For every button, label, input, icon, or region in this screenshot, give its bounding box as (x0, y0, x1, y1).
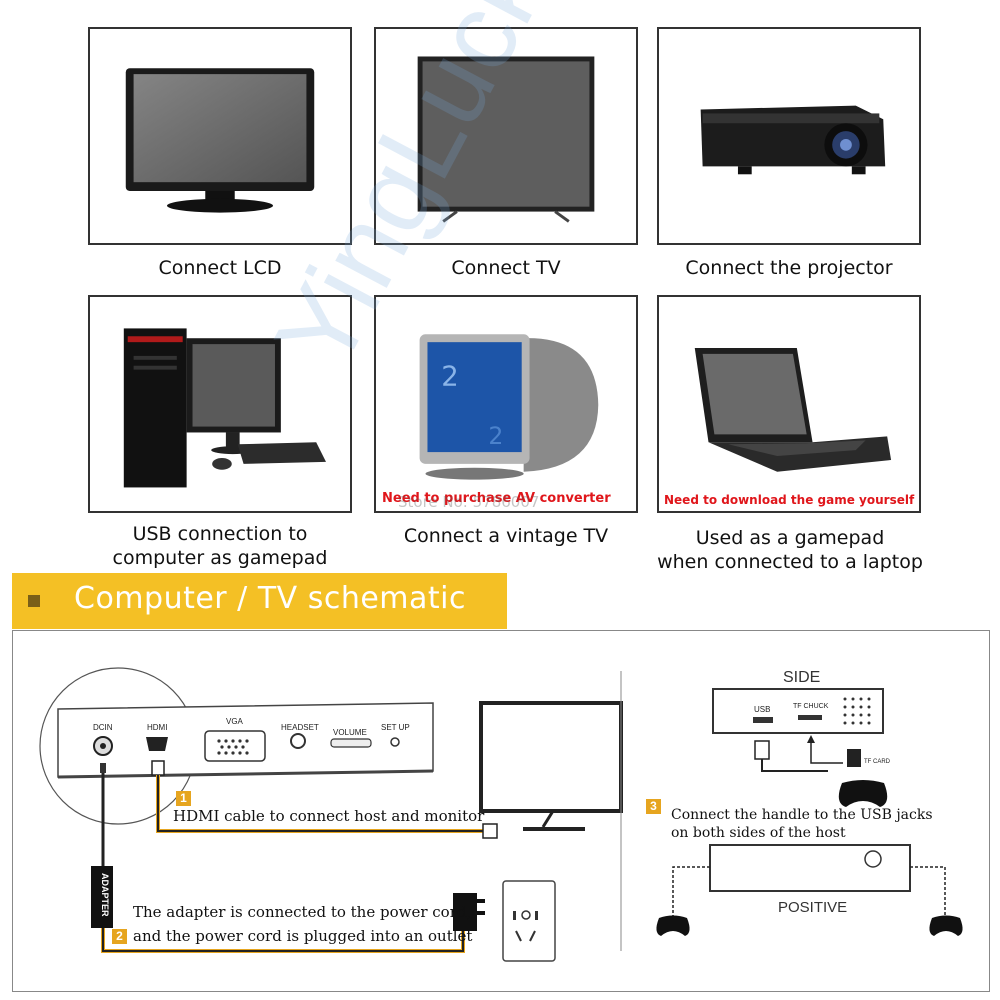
card-lcd (88, 27, 352, 245)
step-1-text: HDMI cable to connect host and monitor (173, 807, 485, 825)
schematic-panel: DCIN HDMI VGA HEADSET VOLUME SET UP ADAP… (12, 630, 990, 992)
caption-tv: Connect TV (451, 257, 561, 279)
positive-label: POSITIVE (778, 899, 848, 916)
card-projector (657, 27, 921, 245)
laptop-icon (694, 348, 892, 472)
step-2-text-line-1: The adapter is connected to the power co… (133, 903, 472, 921)
port-volume-label: VOLUME (333, 728, 367, 737)
store-number-overlay: Store No: 5786007 (398, 493, 540, 511)
step-1-badge: 1 (176, 791, 191, 806)
caption-projector: Connect the projector (685, 257, 893, 279)
tf-card-label: TF CARD (864, 759, 890, 765)
step-3-badge: 3 (646, 799, 661, 814)
tv-icon (417, 56, 595, 223)
caption-laptop-line-1: Used as a gamepad (695, 527, 885, 549)
port-hdmi-label: HDMI (147, 723, 168, 732)
lcd-monitor-icon (125, 68, 315, 213)
port-vga-label: VGA (226, 717, 243, 726)
section-banner: Computer / TV schematic (12, 573, 507, 629)
banner-square-icon (28, 595, 40, 607)
card-computer (88, 295, 352, 513)
svg-text:2: 2 (441, 360, 458, 392)
caption-computer: USB connection to computer as gamepad (88, 522, 352, 570)
schematic-drawing (39, 667, 963, 962)
side-tf-label: TF CHUCK (793, 703, 829, 710)
caption-computer-line-1: USB connection to (132, 523, 308, 545)
svg-text:2: 2 (488, 422, 503, 450)
caption-computer-line-2: computer as gamepad (112, 547, 328, 569)
step-3-text-line-1: Connect the handle to the USB jacks (671, 807, 933, 823)
step-2-badge: 2 (112, 929, 127, 944)
card-tv (374, 27, 638, 245)
av-converter-note: Need to purchase AV converter (382, 491, 611, 506)
card-vintage-tv: 2 2 Need to purchase AV converter Store … (374, 295, 638, 513)
port-dcin-label: DCIN (93, 723, 113, 732)
step-2-text-line-2: and the power cord is plugged into an ou… (133, 927, 473, 945)
side-usb-label: USB (754, 705, 771, 714)
banner-title: Computer / TV schematic (74, 581, 466, 616)
port-headset-label: HEADSET (281, 723, 319, 732)
caption-vintage-tv: Connect a vintage TV (403, 525, 609, 547)
card-laptop: Need to download the game yourself (657, 295, 921, 513)
download-game-note: Need to download the game yourself (664, 493, 915, 507)
crt-tv-icon: 2 2 (419, 334, 599, 480)
desktop-computer-icon (123, 328, 327, 488)
caption-lcd: Connect LCD (158, 257, 282, 279)
caption-laptop-line-2: when connected to a laptop (657, 551, 923, 573)
projector-icon (700, 105, 886, 175)
side-header: SIDE (783, 669, 821, 686)
step-3-text-line-2: on both sides of the host (671, 825, 846, 841)
port-setup-label: SET UP (381, 723, 410, 732)
adapter-label: ADAPTER (100, 873, 110, 917)
caption-laptop: Used as a gamepad when connected to a la… (640, 526, 940, 574)
